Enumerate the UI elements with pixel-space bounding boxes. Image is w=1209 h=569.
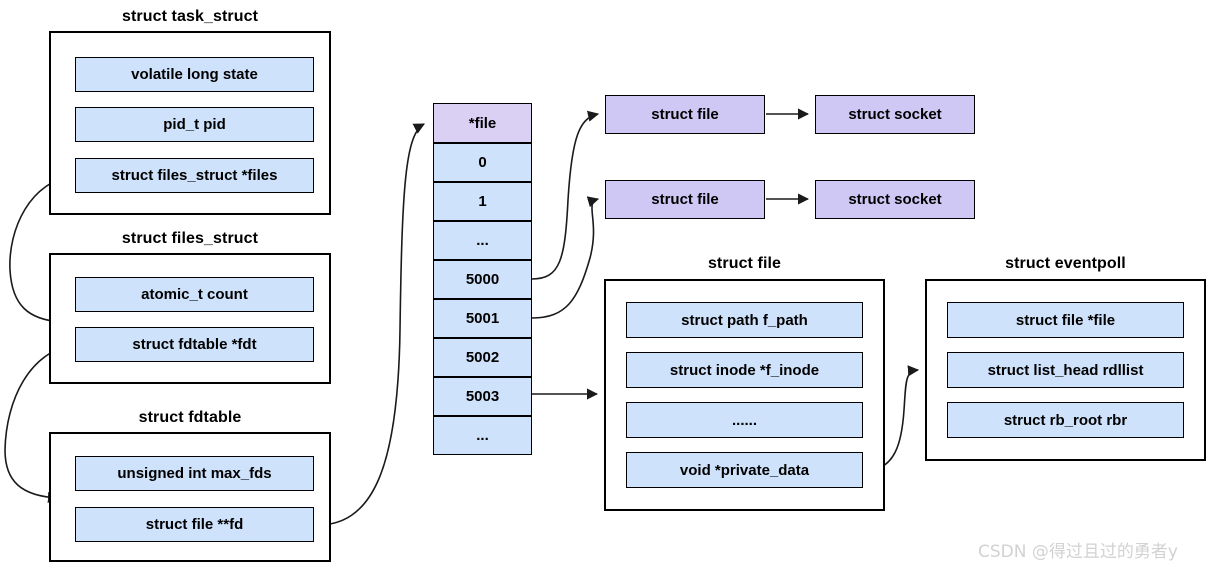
field-struct-file-f-inode: struct inode *f_inode xyxy=(626,352,863,388)
watermark: CSDN @得过且过的勇者y xyxy=(978,542,1178,562)
group-label-eventpoll: struct eventpoll xyxy=(1005,255,1126,272)
group-label-fdtable: struct fdtable xyxy=(138,409,242,426)
field-struct-file-f-path: struct path f_path xyxy=(626,302,863,338)
fd-array-cell-file: *file xyxy=(433,103,532,143)
field-struct-file-ellipsis: ...... xyxy=(626,402,863,438)
group-label-struct-file: struct file xyxy=(707,255,782,272)
group-box-fdtable xyxy=(49,432,331,562)
node-struct-file-2: struct file xyxy=(605,180,765,219)
fd-array-cell-5001: 5001 xyxy=(433,299,532,338)
node-struct-socket-2: struct socket xyxy=(815,180,975,219)
field-files-struct-fdt: struct fdtable *fdt xyxy=(75,327,314,362)
field-eventpoll-rbr: struct rb_root rbr xyxy=(947,402,1184,438)
fd-array-cell-5003: 5003 xyxy=(433,377,532,416)
node-struct-file-1: struct file xyxy=(605,95,765,134)
fd-array-cell-1: 1 xyxy=(433,182,532,221)
field-task-struct-files: struct files_struct *files xyxy=(75,158,314,193)
group-label-task-struct: struct task_struct xyxy=(121,8,259,25)
fd-array-cell-ellipsis-top: ... xyxy=(433,221,532,260)
node-struct-socket-1: struct socket xyxy=(815,95,975,134)
field-fdtable-max-fds: unsigned int max_fds xyxy=(75,456,314,491)
field-eventpoll-rdllist: struct list_head rdllist xyxy=(947,352,1184,388)
field-eventpoll-file: struct file *file xyxy=(947,302,1184,338)
field-task-struct-state: volatile long state xyxy=(75,57,314,92)
field-fdtable-fd: struct file **fd xyxy=(75,507,314,542)
field-files-struct-count: atomic_t count xyxy=(75,277,314,312)
fd-array-cell-5000: 5000 xyxy=(433,260,532,299)
fd-array-cell-ellipsis-bottom: ... xyxy=(433,416,532,455)
link-fd5001-to-structfile-2 xyxy=(531,196,600,319)
link-fd5000-to-structfile-1 xyxy=(531,110,600,280)
field-task-struct-pid: pid_t pid xyxy=(75,107,314,142)
fd-array-cell-0: 0 xyxy=(433,143,532,182)
field-struct-file-private-data: void *private_data xyxy=(626,452,863,488)
group-label-files-struct: struct files_struct xyxy=(121,230,259,247)
fd-array-cell-5002: 5002 xyxy=(433,338,532,377)
group-box-files-struct xyxy=(49,253,331,384)
